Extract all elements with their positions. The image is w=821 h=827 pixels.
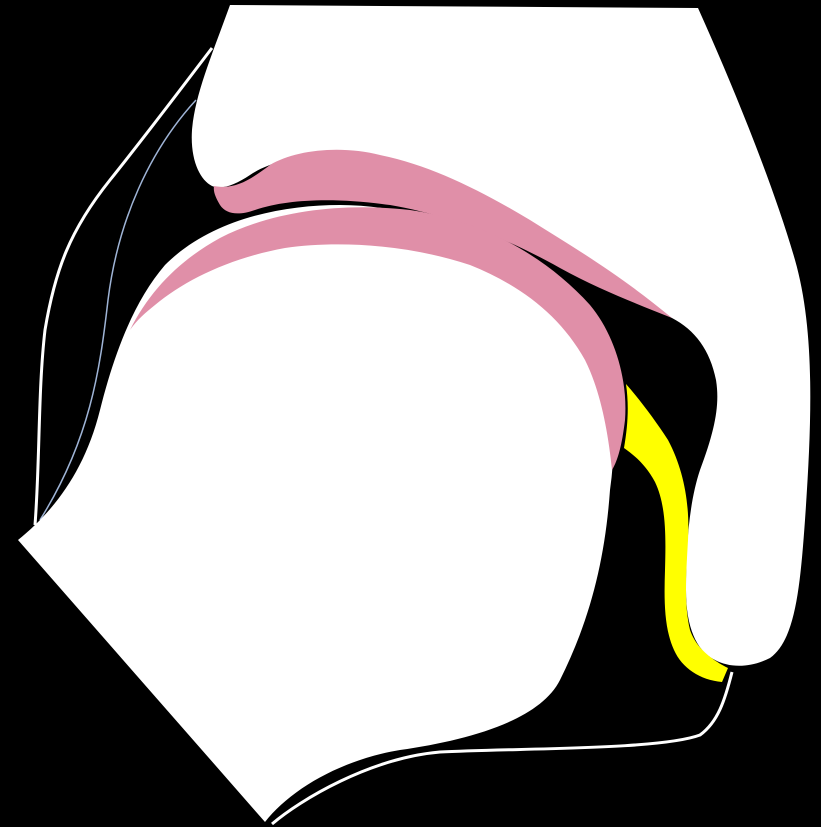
hip-joint-diagram xyxy=(0,0,821,827)
hip-joint-svg xyxy=(0,0,821,827)
